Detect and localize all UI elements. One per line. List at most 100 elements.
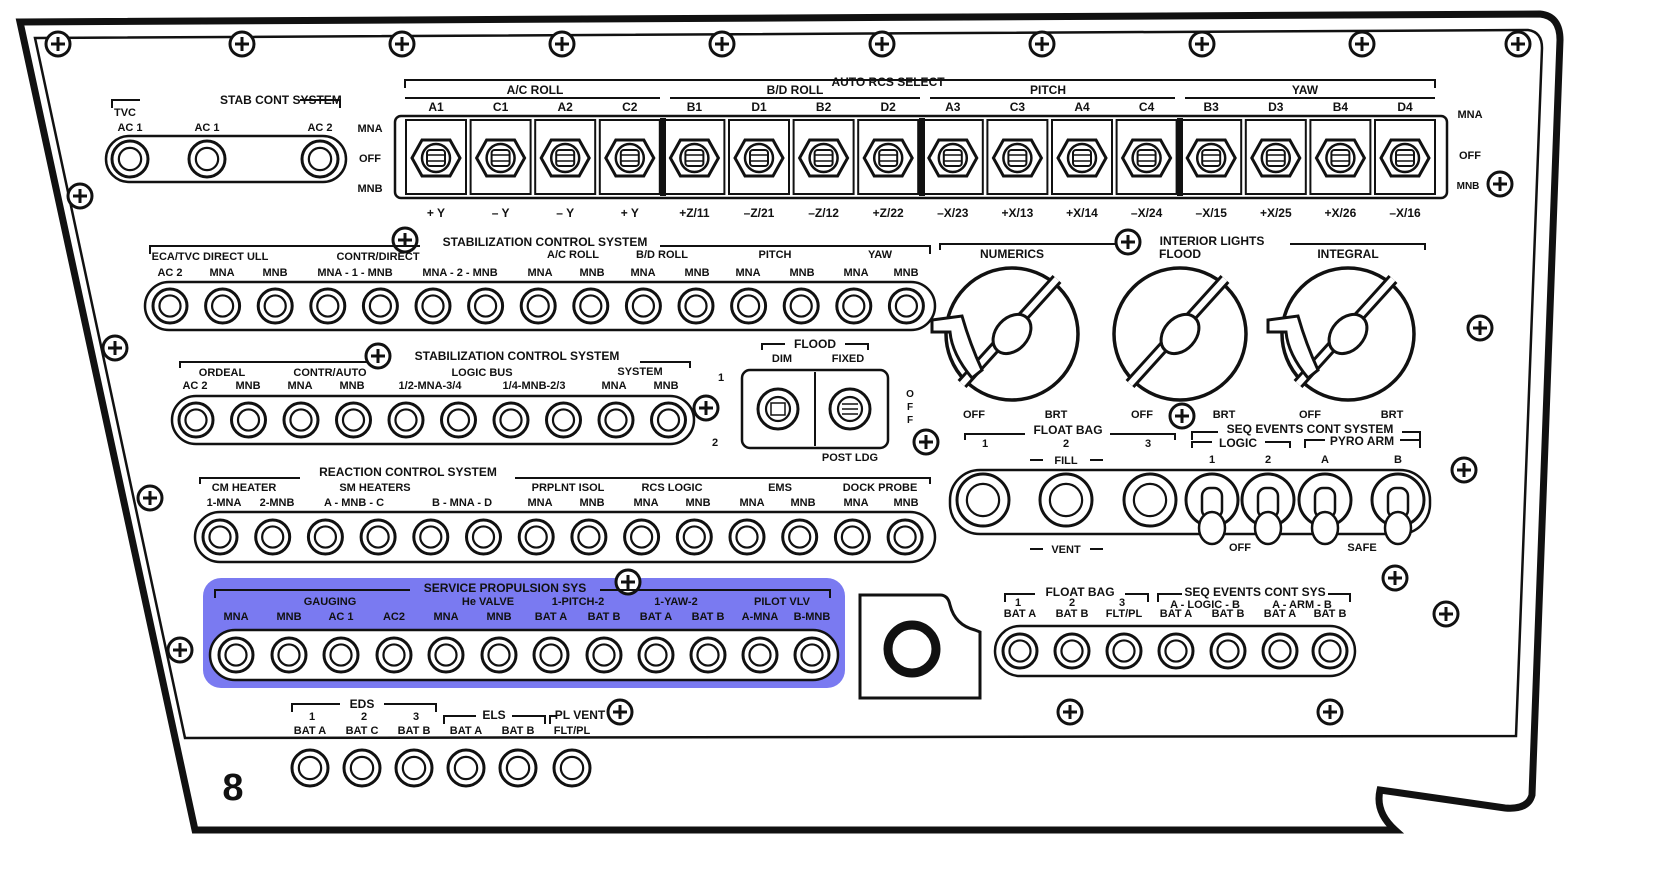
scs1-breaker[interactable] <box>256 287 294 325</box>
flood-dim-switch[interactable] <box>756 387 800 431</box>
guarded-toggle-switch[interactable] <box>1240 472 1296 546</box>
interior-light-brt: BRT <box>1213 409 1236 421</box>
float-bag-breaker[interactable] <box>1038 472 1094 528</box>
auto-rcs-toggle-switch[interactable] <box>921 119 984 195</box>
float-bag-bottom-breaker[interactable] <box>1261 632 1299 670</box>
rcs-breaker[interactable] <box>728 518 766 556</box>
sps-breaker[interactable] <box>322 636 360 674</box>
auto-rcs-toggle-switch[interactable] <box>1115 119 1178 195</box>
sps-breaker[interactable] <box>270 636 308 674</box>
auto-rcs-toggle-switch[interactable] <box>1374 119 1436 195</box>
eds-breaker[interactable] <box>446 748 486 788</box>
scs2-breaker[interactable] <box>492 401 530 439</box>
scs2-breaker[interactable] <box>282 401 320 439</box>
scs2-breaker[interactable] <box>597 401 635 439</box>
scs1-breaker[interactable] <box>730 287 768 325</box>
scs2-breaker[interactable] <box>650 401 687 439</box>
sps-breaker[interactable] <box>585 636 623 674</box>
auto-rcs-toggle-switch[interactable] <box>857 119 920 195</box>
auto-rcs-toggle-switch[interactable] <box>1180 119 1243 195</box>
scs2-breaker[interactable] <box>177 401 215 439</box>
eds-breaker[interactable] <box>552 748 592 788</box>
scs2-breaker[interactable] <box>440 401 477 439</box>
scs1-breaker[interactable] <box>782 287 820 325</box>
flood-fixed-switch[interactable] <box>828 387 872 431</box>
scs1-breaker[interactable] <box>887 287 925 325</box>
float-bag-bottom-breaker[interactable] <box>1209 632 1247 670</box>
auto-rcs-toggle-switch[interactable] <box>1051 119 1113 195</box>
scs1-breaker[interactable] <box>467 287 505 325</box>
sps-breaker[interactable] <box>480 636 518 674</box>
auto-rcs-toggle-switch[interactable] <box>728 119 790 195</box>
stab-cont-breaker-1[interactable] <box>110 139 150 179</box>
stab-cont-breaker-2[interactable] <box>187 139 227 179</box>
scs1-breaker[interactable] <box>361 287 399 325</box>
interior-light-dimmer-knob[interactable] <box>1112 266 1248 402</box>
scs1-breaker[interactable] <box>572 287 610 325</box>
scs2-breaker[interactable] <box>335 401 372 439</box>
sps-breaker[interactable] <box>532 636 570 674</box>
stab-cont-label-1: AC 1 <box>117 122 142 134</box>
float-bag-bottom-breaker[interactable] <box>1001 632 1039 670</box>
auto-rcs-toggle-switch[interactable] <box>534 119 597 195</box>
pl-vent-title: PL VENT <box>555 708 606 722</box>
float-bag-bottom-breaker[interactable] <box>1105 632 1143 670</box>
rcs-breaker[interactable] <box>623 518 661 556</box>
sps-breaker[interactable] <box>793 636 831 674</box>
sps-group-label: 1-PITCH-2 <box>552 596 605 608</box>
scs1-breaker[interactable] <box>204 287 242 325</box>
eds-breaker[interactable] <box>290 748 330 788</box>
guarded-toggle-switch[interactable] <box>1297 472 1353 546</box>
scs1-breaker[interactable] <box>519 287 557 325</box>
auto-rcs-toggle-switch[interactable] <box>1309 119 1372 195</box>
auto-rcs-toggle-switch[interactable] <box>598 119 661 195</box>
scs2-breaker[interactable] <box>545 401 582 439</box>
float-bag-bottom-breaker[interactable] <box>1157 632 1195 670</box>
eds-breaker[interactable] <box>498 748 538 788</box>
rcs-breaker[interactable] <box>833 518 871 556</box>
float-bag-bottom-breaker[interactable] <box>1311 632 1349 670</box>
sps-breaker[interactable] <box>741 636 779 674</box>
auto-rcs-toggle-switch[interactable] <box>663 119 726 195</box>
rcs-breaker[interactable] <box>306 518 344 556</box>
rcs-breaker[interactable] <box>412 518 450 556</box>
eds-breaker[interactable] <box>394 748 434 788</box>
guarded-toggle-switch[interactable] <box>1370 472 1426 546</box>
auto-rcs-toggle-switch[interactable] <box>792 119 855 195</box>
scs1-breaker[interactable] <box>677 287 715 325</box>
scs1-breaker[interactable] <box>624 287 662 325</box>
auto-rcs-toggle-switch[interactable] <box>405 119 467 195</box>
interior-light-dimmer-knob[interactable] <box>930 266 1080 402</box>
rcs-breaker[interactable] <box>886 518 924 556</box>
scs2-breaker[interactable] <box>230 401 267 439</box>
sps-breaker[interactable] <box>217 636 255 674</box>
auto-rcs-toggle-switch[interactable] <box>469 119 532 195</box>
stab-cont-breaker-3[interactable] <box>300 139 340 179</box>
rcs-breaker[interactable] <box>675 518 713 556</box>
rcs-breaker[interactable] <box>254 518 292 556</box>
scs2-breaker[interactable] <box>387 401 425 439</box>
scs1-breaker[interactable] <box>151 287 189 325</box>
auto-rcs-toggle-switch[interactable] <box>986 119 1049 195</box>
float-bag-breaker[interactable] <box>955 472 1011 528</box>
rcs-breaker[interactable] <box>359 518 397 556</box>
interior-light-dimmer-knob[interactable] <box>1266 266 1416 402</box>
rcs-breaker[interactable] <box>517 518 555 556</box>
screw-icon <box>692 394 720 422</box>
scs1-breaker[interactable] <box>309 287 347 325</box>
rcs-breaker[interactable] <box>781 518 819 556</box>
sps-breaker[interactable] <box>375 636 413 674</box>
float-bag-breaker[interactable] <box>1122 472 1178 528</box>
rcs-breaker[interactable] <box>570 518 608 556</box>
sps-breaker[interactable] <box>637 636 675 674</box>
sps-breaker[interactable] <box>689 636 727 674</box>
auto-rcs-toggle-switch[interactable] <box>1244 119 1307 195</box>
rcs-breaker[interactable] <box>465 518 502 556</box>
float-bag-bottom-breaker[interactable] <box>1053 632 1091 670</box>
scs1-breaker[interactable] <box>414 287 452 325</box>
sps-breaker[interactable] <box>427 636 465 674</box>
rcs-breaker[interactable] <box>201 518 239 556</box>
scs1-breaker[interactable] <box>835 287 873 325</box>
eds-breaker[interactable] <box>342 748 382 788</box>
guarded-toggle-switch[interactable] <box>1184 472 1240 546</box>
